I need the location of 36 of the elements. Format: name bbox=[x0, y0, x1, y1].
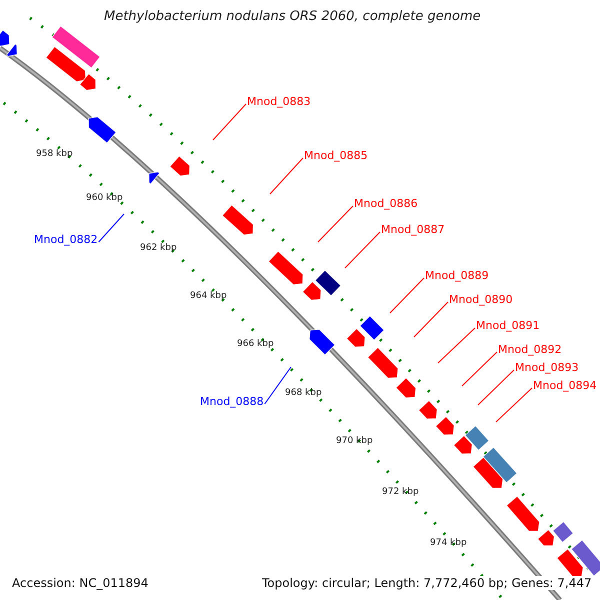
gene-label: Mnod_0886 bbox=[354, 198, 418, 209]
leader-line bbox=[318, 206, 354, 242]
leader-line bbox=[390, 278, 424, 314]
scale-label: 964 kbp bbox=[190, 292, 227, 301]
scale-label: 960 kbp bbox=[86, 194, 123, 203]
scale-label: 958 kbp bbox=[36, 150, 73, 159]
gene-label: Mnod_0891 bbox=[476, 320, 540, 331]
footer-text: Topology: circular; Length: 7,772,460 bp; Genes: 7,447 bbox=[260, 576, 594, 590]
leader-line bbox=[98, 214, 124, 242]
leader-line bbox=[496, 388, 532, 422]
scale-label: 972 kbp bbox=[382, 488, 419, 497]
gene-label: Mnod_0889 bbox=[425, 270, 489, 281]
leader-line bbox=[438, 328, 476, 364]
scale-label: 970 kbp bbox=[336, 437, 373, 446]
gene-label: Mnod_0888 bbox=[200, 396, 264, 407]
title: Methylobacterium nodulans ORS 2060, complete genome bbox=[104, 10, 481, 23]
scale-label: 966 kbp bbox=[237, 340, 274, 349]
leader-line bbox=[462, 352, 498, 386]
gene-label: Mnod_0893 bbox=[515, 362, 579, 373]
gene-label: Mnod_0883 bbox=[247, 96, 311, 107]
leader-line bbox=[270, 158, 304, 194]
gene-label: Mnod_0882 bbox=[34, 234, 98, 245]
gene-label: Mnod_0892 bbox=[498, 344, 562, 355]
gene-label: Mnod_0887 bbox=[381, 224, 445, 235]
footer-text: Accession: NC_011894 bbox=[10, 576, 150, 590]
leader-line bbox=[264, 366, 292, 404]
gene-label: Mnod_0890 bbox=[449, 294, 513, 305]
leader-line bbox=[414, 302, 448, 338]
scale-label: 974 kbp bbox=[430, 539, 467, 548]
leader-line bbox=[478, 370, 514, 406]
scale-label: 968 kbp bbox=[285, 389, 322, 398]
gene-label: Mnod_0885 bbox=[304, 150, 368, 161]
leader-line bbox=[344, 232, 380, 268]
scale-label: 962 kbp bbox=[140, 244, 177, 253]
leader-line bbox=[212, 104, 246, 140]
gene-label: Mnod_0894 bbox=[533, 380, 597, 391]
